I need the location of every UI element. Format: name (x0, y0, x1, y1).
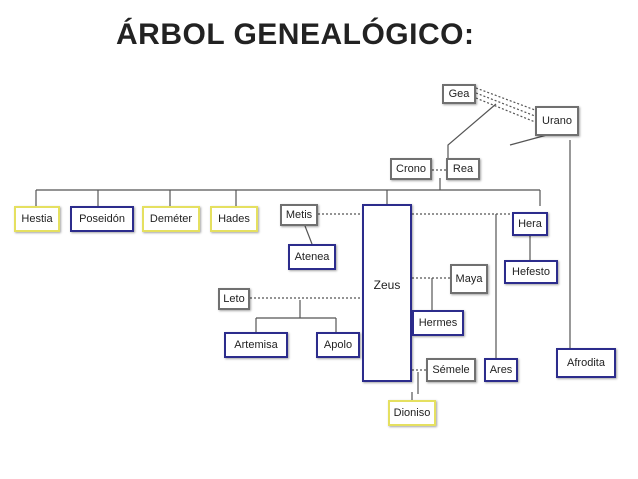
node-urano: Urano (535, 106, 579, 136)
node-metis: Metis (280, 204, 318, 226)
node-hera: Hera (512, 212, 548, 236)
node-hefesto: Hefesto (504, 260, 558, 284)
node-dioniso: Dioniso (388, 400, 436, 426)
node-artemisa: Artemisa (224, 332, 288, 358)
node-zeus: Zeus (362, 204, 412, 382)
node-semele: Sémele (426, 358, 476, 382)
node-maya: Maya (450, 264, 488, 294)
node-leto: Leto (218, 288, 250, 310)
node-gea: Gea (442, 84, 476, 104)
node-hades: Hades (210, 206, 258, 232)
node-apolo: Apolo (316, 332, 360, 358)
node-poseidon: Poseidón (70, 206, 134, 232)
node-atenea: Atenea (288, 244, 336, 270)
node-crono: Crono (390, 158, 432, 180)
node-afrodita: Afrodita (556, 348, 616, 378)
node-hermes: Hermes (412, 310, 464, 336)
node-demeter: Deméter (142, 206, 200, 232)
page-title: ÁRBOL GENEALÓGICO: (116, 18, 475, 51)
node-rea: Rea (446, 158, 480, 180)
node-ares: Ares (484, 358, 518, 382)
node-hestia: Hestia (14, 206, 60, 232)
